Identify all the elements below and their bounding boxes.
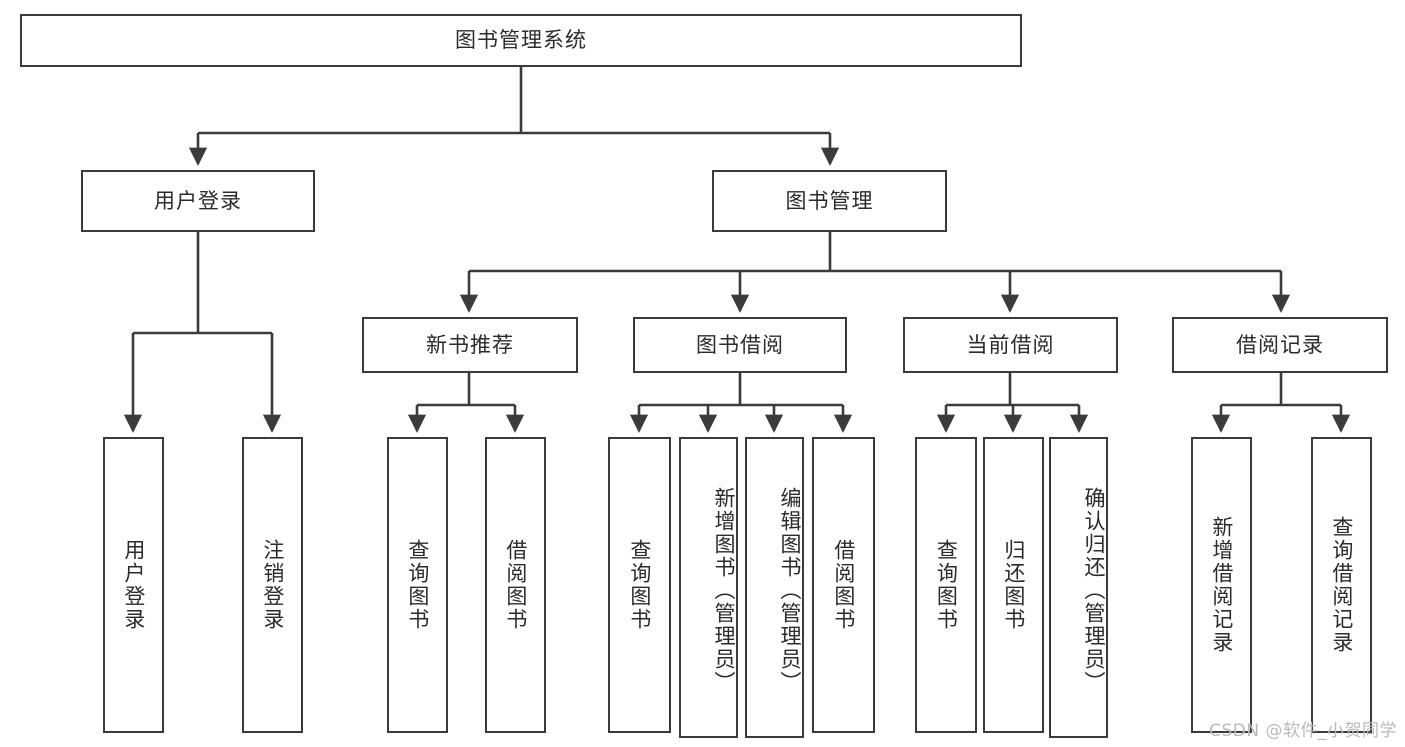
node-leaf-query-record[interactable]: 查询借阅记录 — [1311, 437, 1372, 733]
node-borrow-record-label: 借阅记录 — [1236, 332, 1324, 357]
node-leaf-query-book-3[interactable]: 查询图书 — [915, 437, 977, 733]
node-leaf-logout[interactable]: 注销登录 — [242, 437, 303, 733]
node-leaf-return-book-label: 归还图书 — [1001, 539, 1026, 631]
node-book-manage[interactable]: 图书管理 — [712, 170, 947, 232]
node-leaf-query-book-2-label: 查询图书 — [627, 539, 652, 631]
node-book-borrow-label: 图书借阅 — [696, 332, 784, 357]
node-new-book-rec-label: 新书推荐 — [426, 332, 514, 357]
watermark: CSDN @软件_小贺同学 — [1209, 721, 1397, 741]
node-root[interactable]: 图书管理系统 — [20, 14, 1022, 67]
node-leaf-add-record-label: 新增借阅记录 — [1209, 516, 1234, 654]
node-book-manage-label: 图书管理 — [785, 188, 874, 213]
node-book-borrow[interactable]: 图书借阅 — [633, 317, 847, 373]
node-leaf-logout-label: 注销登录 — [260, 539, 285, 631]
node-current-borrow-label: 当前借阅 — [966, 332, 1055, 357]
node-leaf-borrow-book-2-label: 借阅图书 — [831, 539, 856, 631]
node-leaf-query-book-1[interactable]: 查询图书 — [387, 437, 448, 733]
node-leaf-add-book-label: 新增图书（管理员） — [712, 487, 736, 694]
node-leaf-borrow-book-1[interactable]: 借阅图书 — [485, 437, 546, 733]
node-leaf-query-book-3-label: 查询图书 — [934, 539, 959, 631]
node-current-borrow[interactable]: 当前借阅 — [903, 317, 1118, 373]
node-leaf-confirm-return-label: 确认归还（管理员） — [1082, 487, 1106, 694]
node-leaf-confirm-return[interactable]: 确认归还（管理员） — [1049, 437, 1108, 738]
node-leaf-query-book-1-label: 查询图书 — [405, 539, 430, 631]
node-user-login-label: 用户登录 — [154, 188, 242, 213]
node-new-book-rec[interactable]: 新书推荐 — [362, 317, 578, 373]
node-leaf-edit-book-label: 编辑图书（管理员） — [778, 487, 802, 694]
node-leaf-add-record[interactable]: 新增借阅记录 — [1191, 437, 1252, 733]
node-borrow-record[interactable]: 借阅记录 — [1172, 317, 1388, 373]
node-leaf-borrow-book-1-label: 借阅图书 — [503, 539, 528, 631]
node-leaf-return-book[interactable]: 归还图书 — [983, 437, 1044, 733]
node-leaf-user-login-label: 用户登录 — [121, 539, 146, 631]
node-leaf-query-book-2[interactable]: 查询图书 — [608, 437, 671, 733]
node-user-login[interactable]: 用户登录 — [81, 170, 315, 232]
node-leaf-borrow-book-2[interactable]: 借阅图书 — [812, 437, 875, 733]
node-leaf-edit-book[interactable]: 编辑图书（管理员） — [745, 437, 804, 738]
node-leaf-user-login[interactable]: 用户登录 — [103, 437, 164, 733]
node-leaf-query-record-label: 查询借阅记录 — [1329, 516, 1354, 654]
node-root-label: 图书管理系统 — [455, 28, 587, 53]
node-leaf-add-book[interactable]: 新增图书（管理员） — [679, 437, 738, 738]
